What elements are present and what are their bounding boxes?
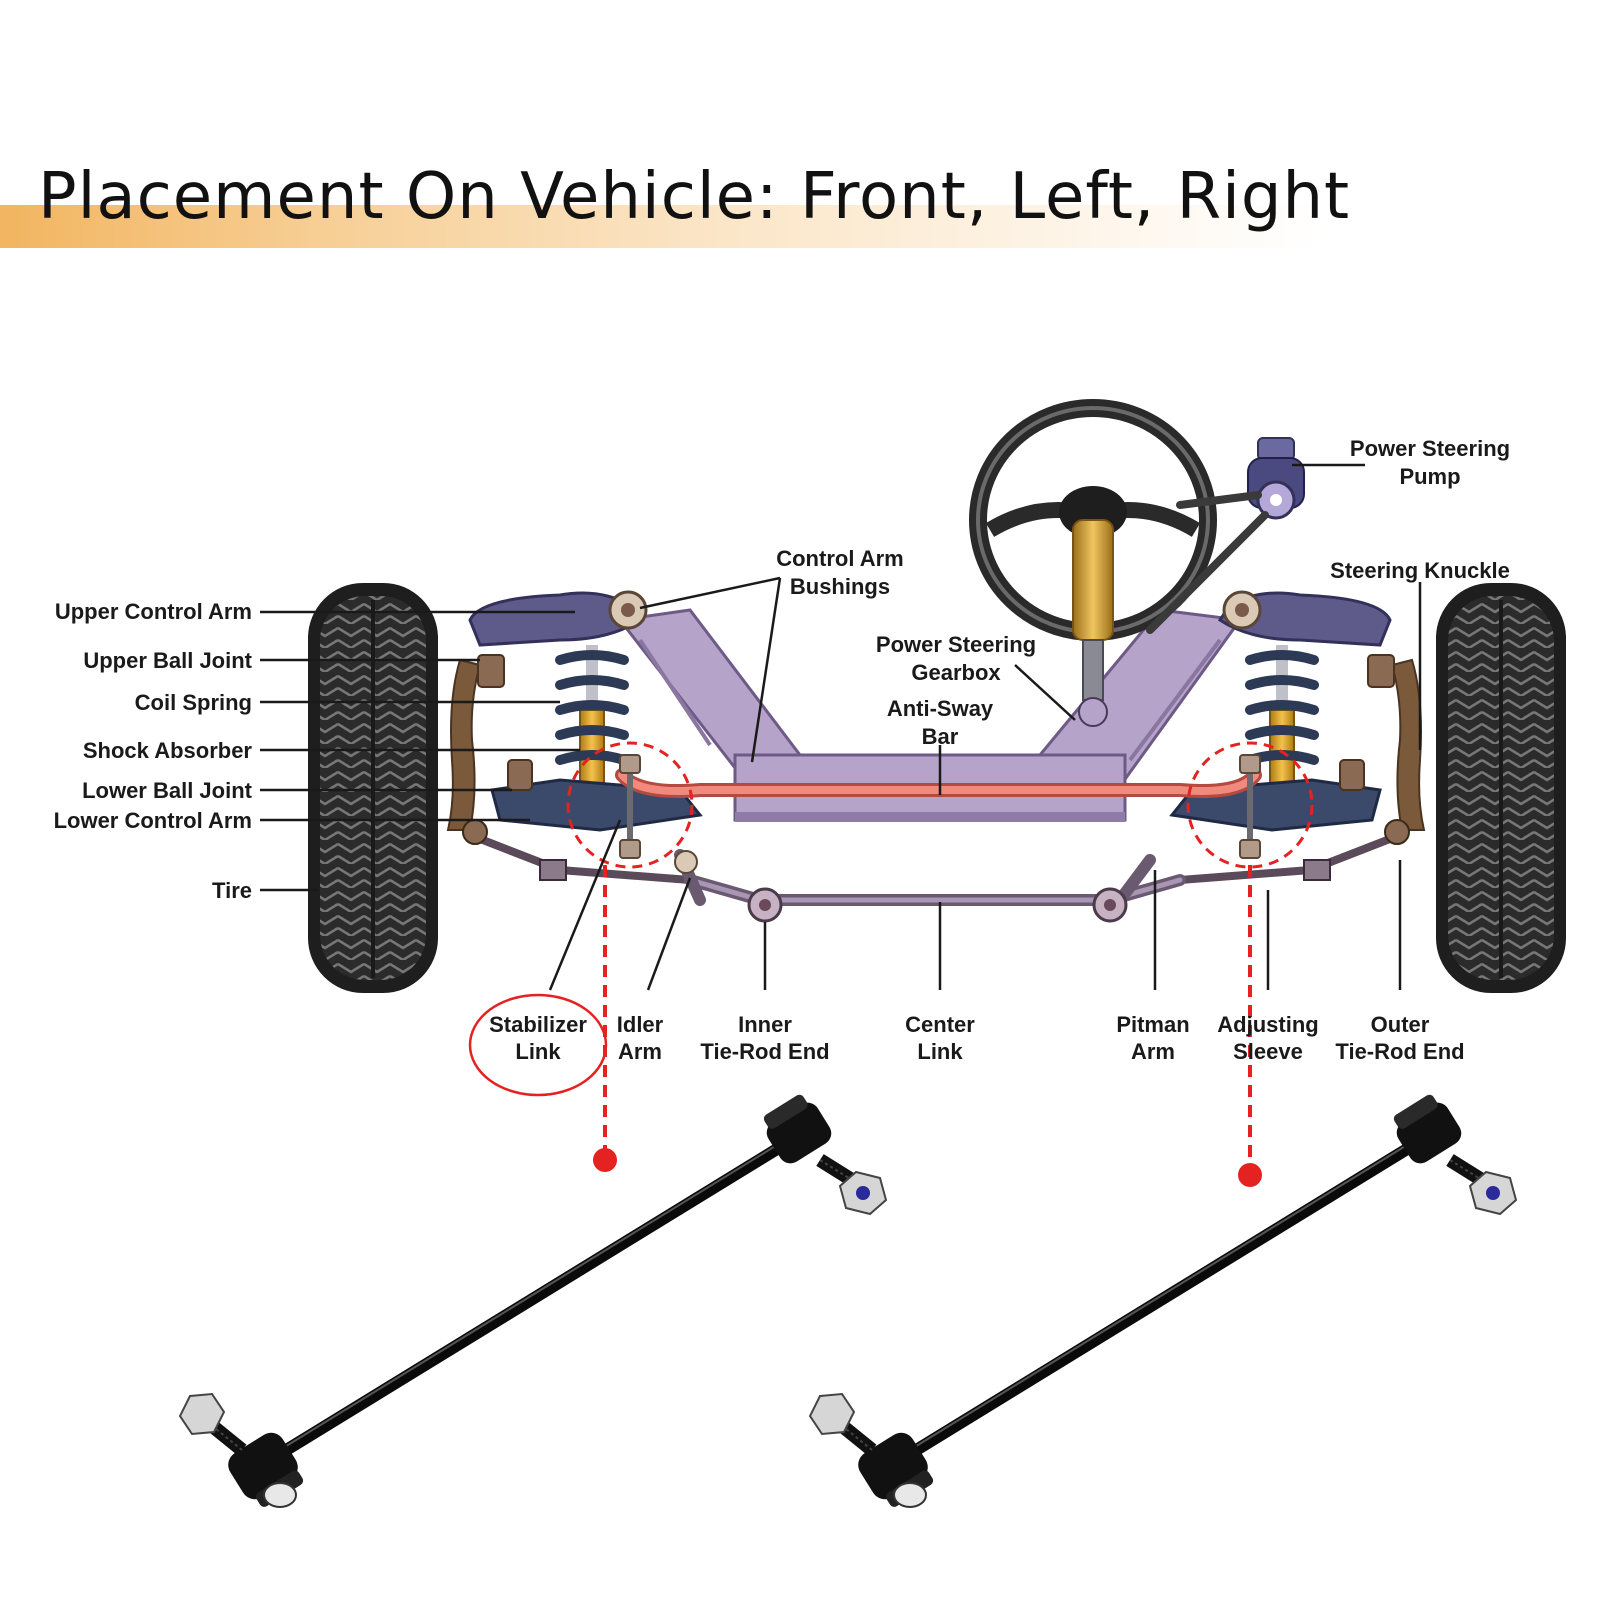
- label-adjusting-sleeve-line1: Adjusting: [1217, 1012, 1318, 1037]
- label-inner-tie-rod-end-line1: Inner: [738, 1012, 792, 1037]
- label-idler-arm-line1: Idler: [617, 1012, 664, 1037]
- coil-spring-left: [555, 650, 629, 765]
- label-power-steering-pump-line1: Power Steering: [1350, 436, 1510, 461]
- label-control-arm-bushings-line2: Bushings: [790, 574, 890, 599]
- label-anti-sway-bar-line2: Bar: [922, 724, 959, 749]
- label-lower-ball-joint: Lower Ball Joint: [82, 778, 253, 803]
- shock-absorber-right: [1269, 645, 1295, 791]
- link2-upper-joint: [1393, 1094, 1518, 1216]
- label-stabilizer-link-line1: Stabilizer: [489, 1012, 587, 1037]
- steering-knuckle-left: [446, 658, 482, 831]
- upper-ball-joint-right: [1367, 654, 1395, 688]
- red-dot-right: [1238, 1163, 1262, 1187]
- label-power-steering-pump-line2: Pump: [1399, 464, 1460, 489]
- red-dot-left: [593, 1148, 617, 1172]
- idler-arm: [674, 849, 706, 906]
- outer-tie-rod-end-right: [1384, 819, 1410, 845]
- highlight-circle-right: [1186, 741, 1314, 869]
- upper-ball-joint-left: [477, 654, 505, 688]
- title-highlight-band: [0, 205, 1320, 248]
- label-coil-spring: Coil Spring: [135, 690, 252, 715]
- label-anti-sway-bar-line1: Anti-Sway: [887, 696, 994, 721]
- label-power-steering-gearbox-line1: Power Steering: [876, 632, 1036, 657]
- control-arm-bushing-left: [608, 590, 648, 630]
- upper-control-arm-left: [468, 591, 643, 647]
- stabilizer-link-label-circle: [468, 993, 608, 1097]
- adjusting-sleeve-right: [1303, 859, 1331, 881]
- label-lower-control-arm: Lower Control Arm: [54, 808, 252, 833]
- tire-left: [308, 583, 438, 993]
- label-center-link-line2: Link: [917, 1039, 963, 1064]
- label-adjusting-sleeve-line2: Sleeve: [1233, 1039, 1303, 1064]
- label-steering-knuckle: Steering Knuckle: [1330, 558, 1510, 583]
- inner-tie-rod-end-left: [747, 887, 783, 923]
- label-pitman-arm-line1: Pitman: [1116, 1012, 1189, 1037]
- control-arm-bushing-right: [1222, 590, 1262, 630]
- link1-upper-joint: [763, 1094, 888, 1216]
- lower-ball-joint-left: [507, 759, 533, 791]
- label-upper-ball-joint: Upper Ball Joint: [83, 648, 252, 673]
- stabilizer-link-left-diagram: [619, 754, 641, 859]
- label-power-steering-gearbox-line2: Gearbox: [911, 660, 1001, 685]
- highlight-circle-left: [566, 741, 694, 869]
- label-stabilizer-link-line2: Link: [515, 1039, 561, 1064]
- link2-lower-joint: [808, 1392, 934, 1508]
- label-shock-absorber: Shock Absorber: [83, 738, 253, 763]
- shock-absorber-left: [579, 645, 605, 791]
- pitman-arm: [1092, 854, 1156, 923]
- tire-right: [1436, 583, 1566, 993]
- adjusting-sleeve-left: [539, 859, 567, 881]
- label-pitman-arm-line2: Arm: [1131, 1039, 1175, 1064]
- outer-tie-rod-end-left: [462, 819, 488, 845]
- lower-ball-joint-right: [1339, 759, 1365, 791]
- leader-lines: [260, 463, 1422, 991]
- stabilizer-link-right-diagram: [1239, 754, 1261, 859]
- label-outer-tie-rod-end-line1: Outer: [1371, 1012, 1430, 1037]
- stabilizer-link-product-1: [178, 1094, 888, 1508]
- label-control-arm-bushings-line1: Control Arm: [776, 546, 904, 571]
- link1-lower-joint: [178, 1392, 304, 1508]
- label-upper-control-arm: Upper Control Arm: [55, 599, 252, 624]
- label-idler-arm-line2: Arm: [618, 1039, 662, 1064]
- label-tire: Tire: [212, 878, 252, 903]
- power-steering-pump: [1247, 437, 1305, 520]
- steering-column: [1072, 519, 1114, 727]
- label-inner-tie-rod-end-line2: Tie-Rod End: [700, 1039, 829, 1064]
- page-title: Placement On Vehicle: Front, Left, Right: [38, 160, 1351, 234]
- label-center-link-line1: Center: [905, 1012, 975, 1037]
- stabilizer-link-product-2: [808, 1094, 1518, 1508]
- power-steering-hoses: [1146, 491, 1269, 634]
- label-outer-tie-rod-end-line2: Tie-Rod End: [1335, 1039, 1464, 1064]
- tie-rod-right: [1176, 831, 1404, 884]
